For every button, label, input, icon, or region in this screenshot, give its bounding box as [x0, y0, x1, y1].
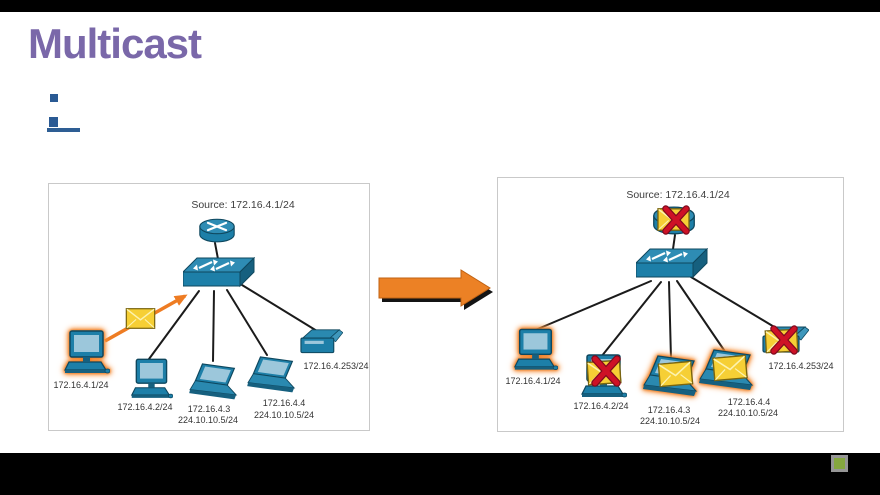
slide-title: Multicast — [28, 20, 202, 67]
envelope-icon-host4 — [712, 354, 748, 382]
desktop-icon-host2 — [131, 358, 173, 399]
brand-logo — [831, 455, 848, 472]
bullet-marker-2 — [49, 117, 58, 127]
red-x-icon-router — [662, 205, 690, 235]
switch-icon — [183, 257, 255, 288]
node-label-laptop3-group: 224.10.10.5/24 — [639, 416, 701, 426]
bullet-underline — [47, 128, 80, 132]
node-label-printer: 172.16.4.253/24 — [303, 361, 369, 371]
node-label-laptop4-group: 224.10.10.5/24 — [717, 408, 779, 418]
node-label-pc1: 172.16.4.1/24 — [505, 376, 561, 386]
desktop-icon-source — [64, 330, 110, 374]
node-label-laptop3-ip: 172.16.4.3 — [647, 405, 691, 415]
laptop-icon-host3 — [189, 363, 237, 400]
transition-arrow — [378, 269, 493, 310]
source-label: Source: 172.16.4.1/24 — [191, 199, 295, 211]
envelope-icon — [125, 308, 156, 329]
node-label-laptop4-ip: 172.16.4.4 — [262, 398, 306, 408]
right-diagram-panel: Source: 172.16.4.1/24 172.16.4.1/24 172.… — [497, 177, 844, 432]
node-label-laptop4-ip: 172.16.4.4 — [727, 397, 771, 407]
node-label-pc2: 172.16.4.2/24 — [573, 401, 629, 411]
node-label-laptop4-group: 224.10.10.5/24 — [253, 410, 315, 420]
switch-icon — [636, 248, 708, 279]
node-label-printer: 172.16.4.253/24 — [768, 361, 834, 371]
printer-icon — [300, 329, 343, 354]
laptop-icon-host4 — [247, 356, 295, 393]
left-diagram-panel: Source: 172.16.4.1/24 172.16.4.1/24 172.… — [48, 183, 370, 431]
router-icon — [198, 218, 236, 243]
node-label-pc1: 172.16.4.1/24 — [53, 380, 109, 390]
top-letterbox — [0, 0, 880, 12]
bullet-marker-1 — [50, 94, 58, 102]
source-label: Source: 172.16.4.1/24 — [626, 189, 730, 201]
red-x-icon-host2 — [591, 355, 621, 387]
right-connection-lines — [532, 234, 782, 360]
node-label-pc2: 172.16.4.2/24 — [117, 402, 173, 412]
node-label-laptop3-ip: 172.16.4.3 — [187, 404, 231, 414]
desktop-icon-source — [514, 328, 558, 371]
bottom-letterbox — [0, 453, 880, 495]
red-x-icon-printer — [770, 325, 798, 355]
envelope-icon-host3 — [657, 360, 694, 388]
node-label-laptop3-group: 224.10.10.5/24 — [177, 415, 239, 425]
